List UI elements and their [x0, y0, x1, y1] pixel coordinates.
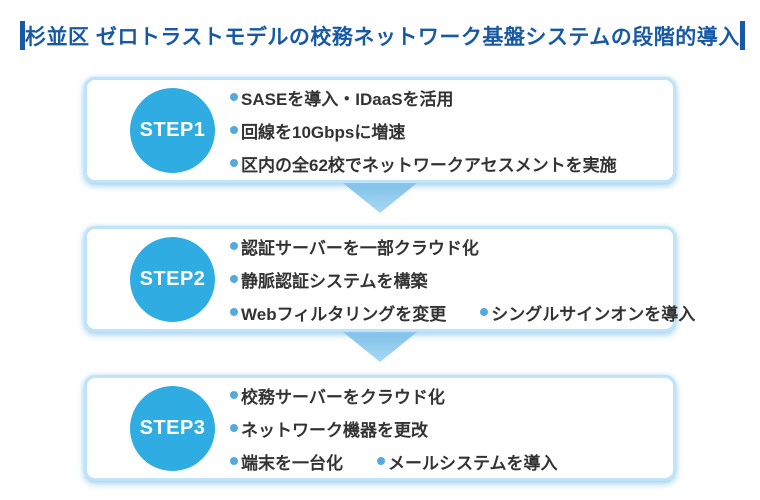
page-title: 杉並区 ゼロトラストモデルの校務ネットワーク基盤システムの段階的導入 — [25, 25, 740, 49]
list-item: SASEを導入・IDaaSを活用 — [230, 81, 617, 114]
step-item-text: 端末を一台化 — [241, 453, 343, 473]
step-item-text: SASEを導入・IDaaSを活用 — [241, 89, 454, 109]
step2-box: STEP2 認証サーバーを一部クラウド化 静脈認証システムを構築 — [84, 226, 695, 332]
arrow-down-icon — [343, 183, 417, 213]
list-item: Webフィルタリングを変更 シングルサインオンを導入 — [230, 296, 695, 329]
step1-badge: STEP1 — [130, 87, 215, 173]
list-item: 認証サーバーを一部クラウド化 — [230, 230, 695, 263]
bullet-icon — [230, 391, 238, 399]
bullet-icon — [230, 242, 238, 250]
bullet-icon — [377, 457, 385, 465]
bullet-icon — [480, 308, 489, 316]
step-item-text: 区内の全62校でネットワークアセスメントを実施 — [241, 155, 617, 175]
step2-badge-label: STEP2 — [139, 267, 206, 290]
infographic-page: 杉並区 ゼロトラストモデルの校務ネットワーク基盤システムの段階的導入 STEP1… — [0, 20, 760, 500]
page-header: 杉並区 ゼロトラストモデルの校務ネットワーク基盤システムの段階的導入 — [20, 20, 745, 51]
step3-items: 校務サーバーをクラウド化 ネットワーク機器を更改 端末を一台化 — [230, 379, 558, 478]
step-item-text: Webフィルタリングを変更 — [241, 304, 447, 324]
list-item: 静脈認証システムを構築 — [230, 263, 695, 296]
step3-box: STEP3 校務サーバーをクラウド化 ネットワーク機器を更改 — [84, 375, 676, 481]
arrow-down-icon — [343, 332, 417, 362]
list-item: ネットワーク機器を更改 — [230, 412, 558, 445]
step-item-text: メールシステムを導入 — [388, 453, 558, 473]
list-item: 端末を一台化 メールシステムを導入 — [230, 445, 558, 478]
bullet-icon — [230, 275, 238, 283]
bullet-icon — [230, 93, 238, 101]
list-item: 回線を10Gbpsに増速 — [230, 114, 617, 147]
step-item-text: 静脈認証システムを構築 — [241, 271, 428, 291]
step3-badge-label: STEP3 — [139, 416, 206, 439]
title-right-accent-bar — [739, 21, 745, 50]
step-item-text: ネットワーク機器を更改 — [241, 420, 428, 440]
step1-box: STEP1 SASEを導入・IDaaSを活用 回線を10Gbpsに増速 — [84, 77, 676, 183]
list-item: 区内の全62校でネットワークアセスメントを実施 — [230, 147, 617, 180]
step-item-text: シングルサインオンを導入 — [491, 304, 696, 324]
title-left-accent-bar — [20, 21, 25, 50]
step1-badge-label: STEP1 — [139, 118, 206, 141]
step2-badge: STEP2 — [130, 236, 215, 322]
step-item-text: 校務サーバーをクラウド化 — [241, 387, 445, 407]
bullet-icon — [230, 457, 238, 465]
steps-flow: STEP1 SASEを導入・IDaaSを活用 回線を10Gbpsに増速 — [0, 77, 760, 481]
bullet-icon — [230, 159, 238, 167]
step-item-text: 回線を10Gbpsに増速 — [241, 122, 406, 142]
step2-items: 認証サーバーを一部クラウド化 静脈認証システムを構築 Webフィルタリングを変更 — [230, 230, 695, 329]
step1-items: SASEを導入・IDaaSを活用 回線を10Gbpsに増速 区内の全62校でネッ… — [230, 81, 617, 180]
step-item-text: 認証サーバーを一部クラウド化 — [241, 238, 479, 258]
bullet-icon — [230, 308, 238, 316]
step3-badge: STEP3 — [130, 385, 215, 471]
bullet-icon — [230, 126, 238, 134]
list-item: 校務サーバーをクラウド化 — [230, 379, 558, 412]
bullet-icon — [230, 424, 238, 432]
